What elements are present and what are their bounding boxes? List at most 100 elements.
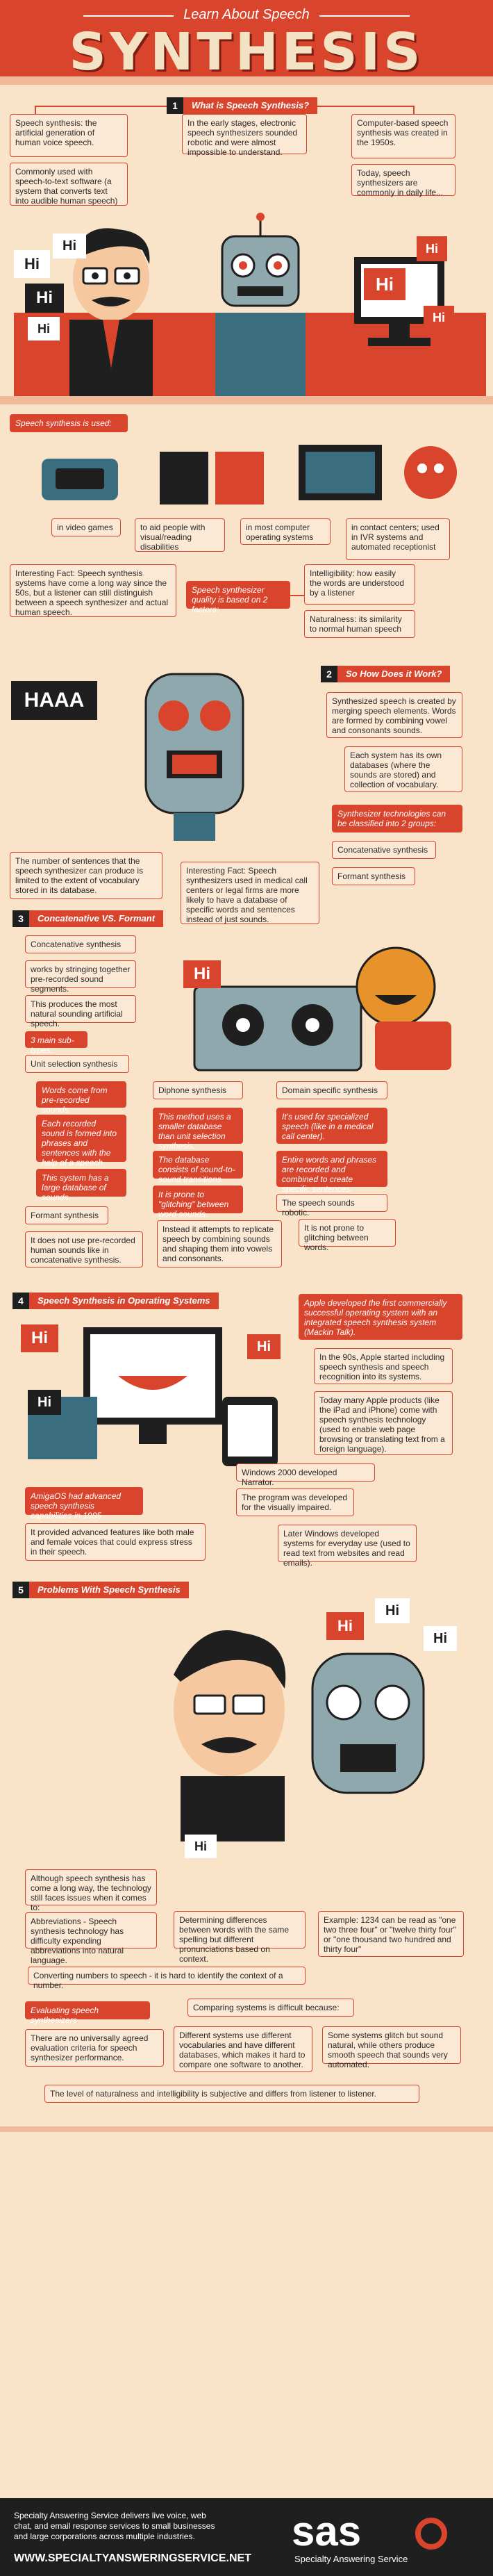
hi-bubble: Hi [364,268,406,300]
section-title: So How Does it Work? [337,666,451,682]
use-os: in most computer operating systems [240,518,331,545]
definition-box-2: Commonly used with speech-to-text softwa… [10,163,128,206]
hi-bubble: Hi [326,1612,364,1640]
words-box: Words come from pre-recorded sounds. [36,1081,126,1115]
header-banner: Learn About Speech SYNTHESIS [0,0,493,82]
each-recorded-box: Each recorded sound is formed into phras… [36,1115,126,1177]
instead-box: Instead it attempts to replicate speech … [157,1220,282,1268]
connector [35,106,36,114]
vocab-box: Different systems use different vocabula… [174,2026,312,2072]
hi-bubble: Hi [417,236,447,261]
glitch-box: It is prone to "glitching" between word … [153,1186,243,1219]
footer-text: Specialty Answering Service delivers liv… [14,2511,215,2541]
section-2-heading: 2 So How Does it Work? [321,666,451,682]
section-3-heading: 3 Concatenative VS. Formant [12,910,164,927]
connector [290,595,304,596]
definition-box: Speech synthesis: the artificial generat… [10,114,128,157]
monitors-illustration [28,1327,278,1466]
medical-fact-box: Interesting Fact: Speech synthesizers us… [181,862,319,924]
interesting-fact-box: Interesting Fact: Speech synthesis syste… [10,564,176,617]
use-aid: to aid people with visual/reading disabi… [135,518,225,552]
connector [413,106,415,114]
header-band [0,76,493,85]
own-database-box: Each system has its own databases (where… [344,746,462,792]
hi-bubble: Hi [28,317,60,341]
no-prerecorded-box: It does not use pre-recorded human sound… [25,1231,143,1268]
later-windows-box: Later Windows developed systems for ever… [278,1525,417,1568]
subtypes-box: 3 main sub-types: [25,1031,87,1055]
concat-heading: Concatenative synthesis [25,935,136,953]
footer: Specialty Answering Service delivers liv… [0,2498,493,2576]
determine-box: Determining differences between words wi… [174,1911,306,1964]
level-box: The level of naturalness and intelligibi… [44,2085,419,2103]
formant-heading: Formant synthesis [25,1206,108,1224]
hi-bubble: Hi [53,233,86,259]
computer-based-box: Computer-based speech synthesis was crea… [351,114,456,158]
section-4-heading: 4 Speech Synthesis in Operating Systems [12,1293,219,1309]
footer-url-link[interactable]: WWW.SPECIALTYANSWERINGSERVICE.NET [14,2552,251,2564]
example-box: Example: 1234 can be read as "one two th… [318,1911,464,1957]
section-1-heading: 1 What is Speech Synthesis? [167,97,318,114]
apple-box: Apple developed the first commercially s… [299,1294,462,1340]
hi-bubble: Hi [375,1598,410,1623]
divider-band [0,396,493,404]
merge-box: Synthesized speech is created by merging… [326,692,462,738]
hi-bubble: Hi [424,306,454,329]
convert-numbers-box: Converting numbers to speech - it is har… [28,1967,306,1990]
sas-logo: sas [292,2508,362,2554]
visual-box: The program was developed for the visual… [236,1488,354,1516]
evaluating-box: Evaluating speech synthesizers [25,2001,150,2025]
today-box: Today, speech synthesizers are commonly … [351,164,456,197]
early-stages-box: In the early stages, electronic speech s… [182,114,307,157]
section-title: Problems With Speech Synthesis [29,1582,189,1598]
footer-tagline: Specialty Answering Service [294,2554,408,2564]
intelligibility-box: Intelligibility: how easily the words ar… [304,564,415,605]
section-title: Concatenative VS. Formant [29,910,164,927]
hi-bubble: Hi [185,1835,217,1858]
windows-2000-box: Windows 2000 developed Narrator. [236,1463,375,1487]
hi-bubble: Hi [247,1334,281,1359]
hi-bubble: Hi [424,1626,457,1651]
use-games: in video games [51,518,121,536]
smaller-db-box: This method uses a smaller database than… [153,1108,243,1151]
hi-bubble: Hi [25,284,64,313]
section-title: What is Speech Synthesis? [183,97,318,114]
hi-bubble: Hi [183,960,221,988]
hi-bubble: Hi [28,1390,61,1415]
no-glitch-box: It is not prone to glitching between wor… [299,1219,396,1252]
section-number: 5 [12,1582,29,1598]
section-title: Speech Synthesis in Operating Systems [29,1293,219,1309]
section-5-heading: 5 Problems With Speech Synthesis [12,1582,189,1598]
logo-ring-icon [415,2518,447,2550]
haaa-bubble: HAAA [11,681,97,720]
natural-box: This produces the most natural sounding … [25,995,136,1028]
tape-recorder-illustration [193,946,451,1072]
comparing-box: Comparing systems is difficult because: [187,1999,354,2017]
entire-words-box: Entire words and phrases are recorded an… [276,1151,387,1194]
apple-today-box: Today many Apple products (like the iPad… [314,1391,453,1455]
formant-box: Formant synthesis [332,867,415,885]
connector [316,106,413,107]
works-box: works by stringing together pre-recorded… [25,960,136,994]
section-number: 1 [167,97,183,114]
glitch-natural-box: Some systems glitch but sound natural, w… [322,2026,461,2069]
no-criteria-box: There are no universally agreed evaluati… [25,2029,164,2067]
header-subtitle: Learn About Speech [183,7,310,22]
header-rule-right [319,15,410,17]
robotic-box: The speech sounds robotic. [276,1194,387,1217]
apple-90s-box: In the 90s, Apple started including spee… [314,1348,453,1384]
unit-selection-box: Unit selection synthesis [25,1055,129,1073]
concat-box: Concatenative synthesis [332,841,436,859]
section-number: 2 [321,666,337,682]
consists-box: The database consists of sound-to-sound … [153,1151,243,1184]
advanced-box: It provided advanced features like both … [25,1523,206,1561]
section-number: 3 [12,910,29,927]
faces-illustration [174,1630,425,1841]
large-db-box: This system has a large database of soun… [36,1169,126,1202]
amiga-box: AmigaOS had advanced speech synthesis ca… [25,1487,143,1520]
header-rule-left [83,15,174,17]
divider-band [0,2126,493,2132]
quality-box: Speech synthesizer quality is based on 2… [186,581,290,614]
although-box: Although speech synthesis has come a lon… [25,1869,157,1912]
